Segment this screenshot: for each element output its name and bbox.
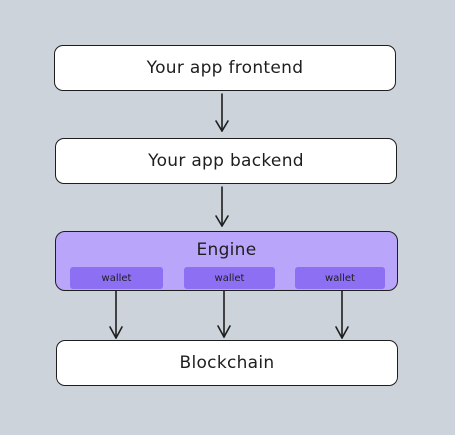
blockchain-box: Blockchain <box>56 340 398 386</box>
frontend-box: Your app frontend <box>54 45 396 91</box>
wallet-label-2: wallet <box>214 272 245 284</box>
arrow-head-wallet1-to-blockchain <box>109 326 123 339</box>
backend-box: Your app backend <box>55 138 397 184</box>
frontend-label: Your app frontend <box>146 58 304 78</box>
arrow-head-frontend-to-backend <box>215 120 229 132</box>
wallet-box-2: wallet <box>184 267 275 289</box>
wallet-label-3: wallet <box>325 272 355 284</box>
arrow-head-wallet3-to-blockchain <box>335 326 349 339</box>
arrow-head-backend-to-engine <box>215 215 229 227</box>
wallet-box-3: wallet <box>295 267 385 289</box>
wallet-label-1: wallet <box>101 272 132 284</box>
wallet-box-1: wallet <box>70 267 163 289</box>
blockchain-label: Blockchain <box>179 353 275 373</box>
engine-label: Engine <box>196 240 257 260</box>
arrow-head-wallet2-to-blockchain <box>217 325 231 338</box>
backend-label: Your app backend <box>148 151 304 171</box>
